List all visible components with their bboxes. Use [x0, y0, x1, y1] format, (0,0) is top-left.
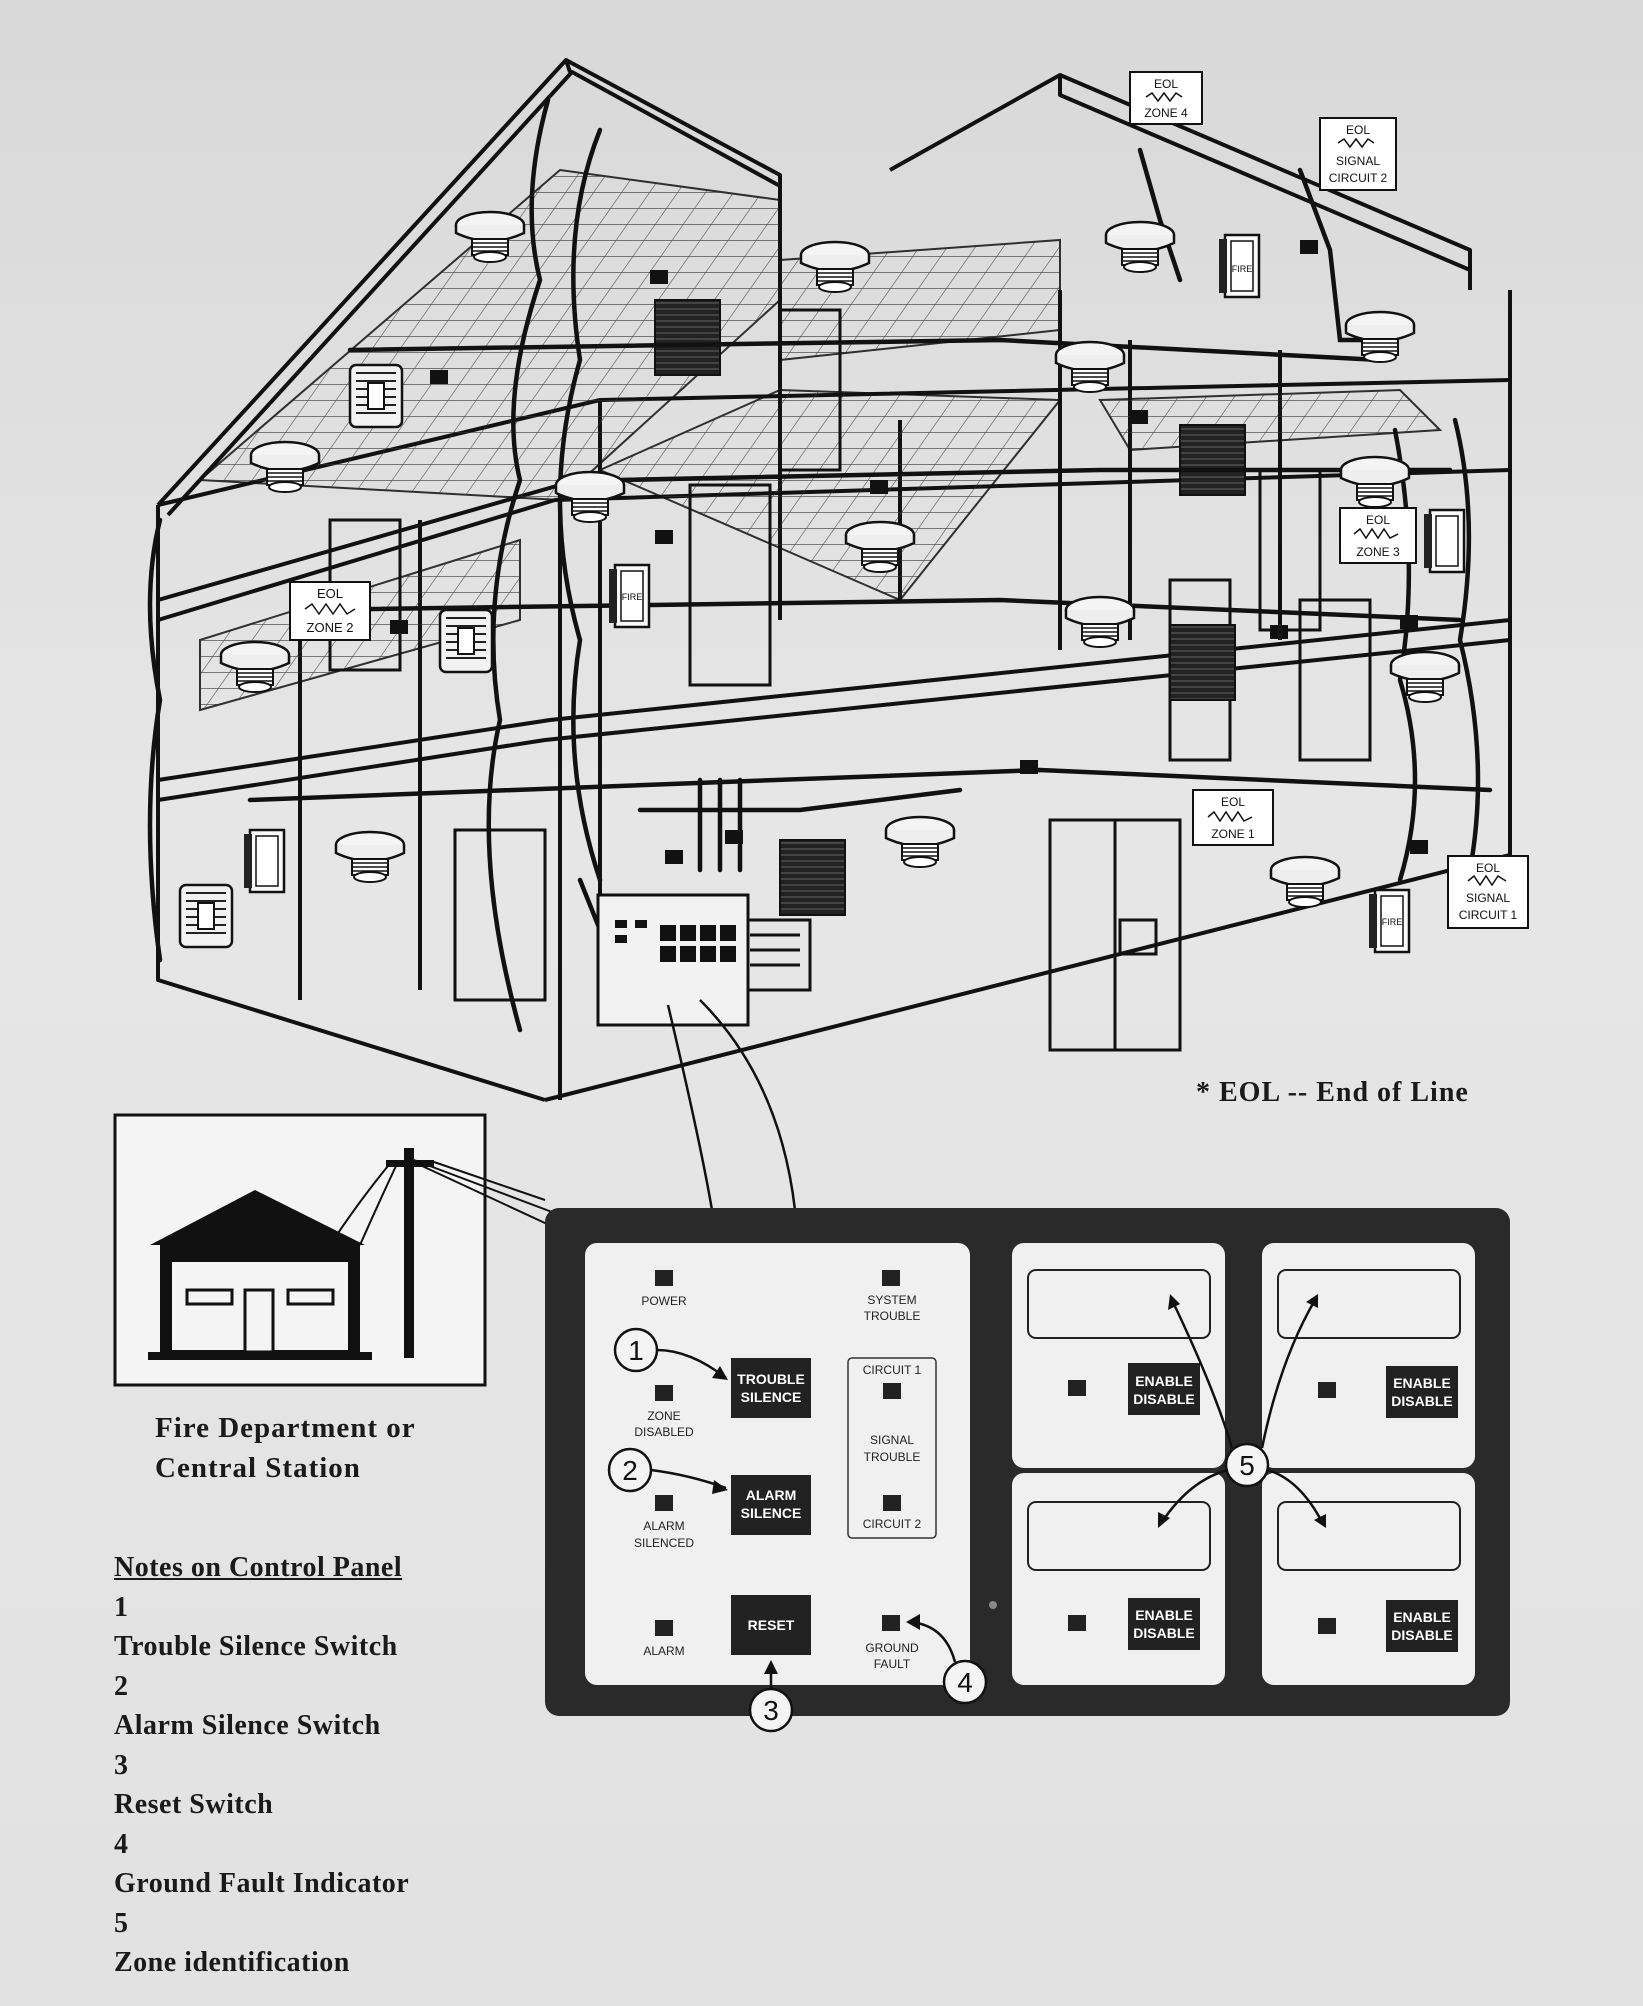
eol-signal-circuit-1: EOL SIGNAL CIRCUIT 1: [1447, 855, 1529, 929]
svg-text:ENABLE: ENABLE: [1135, 1607, 1193, 1623]
eol-footnote: * EOL -- End of Line: [1196, 1077, 1469, 1108]
station-illustration: [113, 1113, 561, 1387]
callout-5: 5: [1239, 1450, 1255, 1481]
svg-text:SILENCE: SILENCE: [741, 1505, 802, 1521]
note-num-2: 2: [114, 1670, 129, 1702]
svg-text:ENABLE: ENABLE: [1393, 1609, 1451, 1625]
circuit1-led: [883, 1383, 901, 1399]
svg-text:TROUBLE: TROUBLE: [737, 1371, 805, 1387]
trouble-silence-button: [731, 1358, 811, 1418]
svg-text:CIRCUIT 2: CIRCUIT 2: [1329, 171, 1388, 185]
control-panel: POWER SYSTEM TROUBLE ZONE DISABLED ALARM…: [545, 1208, 1510, 1716]
note-num-3: 3: [114, 1749, 129, 1781]
alarm-silenced-led: [655, 1495, 673, 1511]
eol-zone3: EOL ZONE 3: [1339, 507, 1417, 564]
system-trouble-led: [882, 1270, 900, 1286]
ground-fault-label-2: FAULT: [874, 1657, 911, 1671]
circuit1-label: CIRCUIT 1: [863, 1363, 922, 1377]
zone-module-3: ENABLE DISABLE: [1027, 1501, 1211, 1650]
zone-disabled-label-1: ZONE: [647, 1409, 680, 1423]
callout-1: 1: [628, 1335, 644, 1366]
signal-trouble-label-2: TROUBLE: [864, 1450, 921, 1464]
power-led: [655, 1270, 673, 1286]
eol-zone4: EOL ZONE 4: [1129, 71, 1203, 125]
callout-3: 3: [763, 1695, 779, 1726]
ground-fault-led: [882, 1615, 900, 1631]
svg-text:ENABLE: ENABLE: [1393, 1375, 1451, 1391]
alarm-silence-button: [731, 1475, 811, 1535]
svg-text:ALARM: ALARM: [746, 1487, 797, 1503]
building-control-panel: [596, 893, 750, 1027]
zone-disabled-led: [655, 1385, 673, 1401]
eol-zone2: EOL ZONE 2: [289, 581, 371, 641]
power-label: POWER: [641, 1294, 687, 1308]
ground-fault-label-1: GROUND: [865, 1641, 919, 1655]
svg-text:ENABLE: ENABLE: [1135, 1373, 1193, 1389]
pull-station-text-3: FIRE: [1382, 917, 1403, 927]
circuit2-led: [883, 1495, 901, 1511]
svg-text:EOL: EOL: [317, 586, 343, 601]
circuit2-label: CIRCUIT 2: [863, 1517, 922, 1531]
eol-zone1: EOL ZONE 1: [1192, 789, 1274, 846]
zone-disabled-label-2: DISABLED: [634, 1425, 694, 1439]
note-num-1: 1: [114, 1591, 129, 1623]
zone-module-4: ENABLE DISABLE: [1277, 1501, 1461, 1652]
alarm-label: ALARM: [643, 1644, 684, 1658]
station-caption-line1: Fire Department or: [155, 1412, 416, 1444]
svg-text:DISABLE: DISABLE: [1133, 1391, 1194, 1407]
note-text-1: Trouble Silence Switch: [114, 1631, 398, 1662]
svg-text:EOL: EOL: [1154, 77, 1178, 91]
pull-station-text-2: FIRE: [622, 592, 643, 602]
notes-title: Notes on Control Panel: [114, 1552, 403, 1583]
callout-4: 4: [957, 1667, 973, 1698]
note-text-2: Alarm Silence Switch: [114, 1710, 381, 1741]
svg-text:DISABLE: DISABLE: [1391, 1393, 1452, 1409]
signal-trouble-label-1: SIGNAL: [870, 1433, 914, 1447]
station-caption: Fire Department or Central Station: [155, 1408, 416, 1488]
station-caption-line2: Central Station: [155, 1452, 361, 1484]
zone-module-2: ENABLE DISABLE: [1277, 1269, 1461, 1418]
note-text-4: Ground Fault Indicator: [114, 1868, 410, 1899]
svg-text:ZONE 4: ZONE 4: [1144, 106, 1188, 120]
callout-2: 2: [622, 1455, 638, 1486]
svg-text:ZONE 2: ZONE 2: [307, 620, 354, 635]
svg-text:ZONE 3: ZONE 3: [1356, 545, 1400, 559]
svg-text:EOL: EOL: [1366, 513, 1390, 527]
zone-module-1: ENABLE DISABLE: [1027, 1269, 1211, 1415]
control-panel-notes: Notes on Control Panel 1 Trouble Silence…: [114, 1548, 409, 1983]
svg-text:SILENCE: SILENCE: [741, 1389, 802, 1405]
alarm-silenced-label-2: SILENCED: [634, 1536, 694, 1550]
note-text-3: Reset Switch: [114, 1789, 274, 1820]
svg-text:DISABLE: DISABLE: [1391, 1627, 1452, 1643]
note-num-4: 4: [114, 1828, 129, 1860]
note-text-5: Zone identification: [114, 1947, 350, 1978]
alarm-led: [655, 1620, 673, 1636]
system-trouble-label-2: TROUBLE: [864, 1309, 921, 1323]
svg-text:CIRCUIT 1: CIRCUIT 1: [1459, 908, 1518, 922]
alarm-silenced-label-1: ALARM: [643, 1519, 684, 1533]
svg-text:EOL: EOL: [1221, 795, 1245, 809]
svg-text:ZONE 1: ZONE 1: [1211, 827, 1255, 841]
svg-text:SIGNAL: SIGNAL: [1466, 891, 1510, 905]
svg-text:SIGNAL: SIGNAL: [1336, 154, 1380, 168]
svg-text:DISABLE: DISABLE: [1133, 1625, 1194, 1641]
callouts: [607, 1327, 1270, 1733]
pull-station-text-1: FIRE: [1232, 264, 1253, 274]
svg-text:EOL: EOL: [1346, 123, 1370, 137]
svg-text:EOL: EOL: [1476, 861, 1500, 875]
eol-signal-circuit-2: EOL SIGNAL CIRCUIT 2: [1319, 117, 1397, 191]
reset-button: [731, 1595, 811, 1655]
note-num-5: 5: [114, 1907, 129, 1939]
system-trouble-label-1: SYSTEM: [867, 1293, 916, 1307]
svg-text:RESET: RESET: [748, 1617, 795, 1633]
